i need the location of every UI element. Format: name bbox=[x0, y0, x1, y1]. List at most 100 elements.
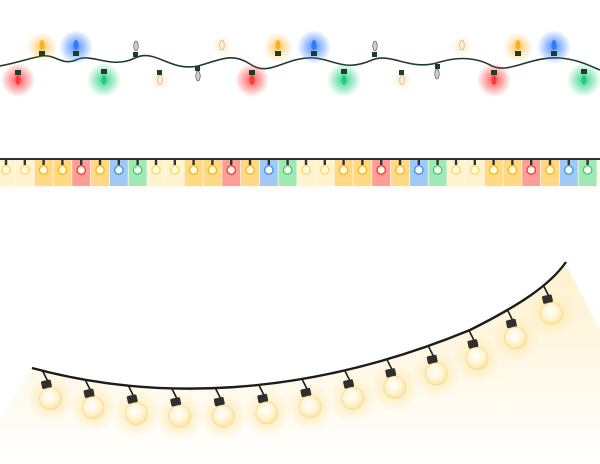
bulb bbox=[413, 165, 424, 175]
bulb bbox=[15, 75, 21, 85]
bulb-socket bbox=[492, 160, 495, 165]
bulb-socket bbox=[248, 160, 252, 165]
bulb-socket bbox=[586, 160, 589, 165]
bulb-socket bbox=[15, 70, 21, 75]
bulb bbox=[76, 165, 86, 175]
bulb bbox=[424, 362, 448, 386]
bottom-garland bbox=[0, 261, 600, 464]
bulb bbox=[399, 74, 405, 86]
bulb bbox=[451, 165, 461, 175]
bulb-socket bbox=[530, 160, 533, 165]
bulb bbox=[219, 39, 225, 51]
bulb bbox=[114, 165, 124, 175]
bulb bbox=[459, 39, 465, 51]
bulb-socket bbox=[426, 354, 438, 365]
bulb bbox=[124, 402, 148, 426]
bulb-socket bbox=[73, 51, 79, 56]
bulb bbox=[545, 165, 555, 175]
bulb-socket bbox=[511, 160, 514, 165]
bulb-socket bbox=[211, 160, 214, 165]
bulb-socket bbox=[4, 160, 8, 165]
bulb bbox=[263, 165, 274, 175]
bulb bbox=[432, 165, 443, 175]
bulb-socket bbox=[249, 70, 255, 75]
bulb bbox=[434, 68, 440, 80]
bulb-socket bbox=[117, 160, 120, 165]
bulb bbox=[504, 326, 527, 350]
bottom-bulbs bbox=[39, 285, 563, 428]
bulb-socket bbox=[173, 160, 176, 165]
bulb bbox=[73, 40, 79, 50]
bulb-socket bbox=[98, 160, 102, 165]
bulb-socket bbox=[343, 379, 355, 389]
bulb bbox=[526, 165, 536, 175]
bulb bbox=[81, 396, 105, 420]
bulb-socket bbox=[342, 160, 345, 165]
bulb bbox=[207, 165, 218, 175]
bulb bbox=[540, 302, 563, 325]
bulb bbox=[383, 375, 407, 399]
bulb-socket bbox=[436, 160, 439, 165]
bulb-socket bbox=[467, 339, 479, 349]
bulb bbox=[101, 75, 107, 85]
bulb-socket bbox=[136, 160, 139, 165]
bulb bbox=[372, 40, 378, 52]
bulb bbox=[376, 165, 386, 175]
bulb-socket bbox=[126, 394, 138, 404]
bulb-socket bbox=[581, 69, 587, 74]
bulb-socket bbox=[542, 294, 553, 304]
bulb bbox=[39, 40, 45, 50]
bulb bbox=[338, 165, 349, 175]
bulb bbox=[188, 165, 199, 175]
bulb bbox=[311, 40, 317, 50]
bulb-socket bbox=[267, 160, 270, 165]
bulb bbox=[465, 347, 489, 370]
bulb bbox=[488, 165, 499, 175]
bulb-socket bbox=[41, 379, 52, 389]
bulb bbox=[249, 75, 255, 85]
bulb bbox=[19, 165, 30, 175]
bulb-socket bbox=[551, 51, 557, 56]
bulb-socket bbox=[399, 70, 404, 75]
bulb bbox=[563, 165, 574, 175]
bulb-socket bbox=[192, 160, 195, 165]
bulb bbox=[245, 165, 255, 175]
bulb bbox=[507, 165, 518, 175]
bulb-socket bbox=[101, 69, 107, 74]
bulb bbox=[255, 401, 279, 425]
bulb bbox=[57, 165, 68, 175]
bulb bbox=[1, 165, 11, 175]
bulb bbox=[395, 165, 405, 175]
bulb bbox=[319, 165, 330, 175]
bulb-socket bbox=[491, 70, 497, 75]
bottom-garland-wire bbox=[31, 261, 567, 390]
bulb bbox=[157, 74, 163, 86]
bulb bbox=[341, 386, 365, 410]
bulb bbox=[491, 75, 497, 85]
bulb bbox=[551, 40, 557, 50]
bulb bbox=[195, 70, 201, 82]
bulb-socket bbox=[257, 393, 269, 404]
bulb bbox=[581, 75, 587, 85]
bulb-socket bbox=[23, 160, 26, 165]
bulb bbox=[170, 165, 180, 175]
bulb bbox=[341, 75, 347, 85]
bulb bbox=[226, 165, 236, 175]
bulb bbox=[95, 165, 105, 175]
middle-bulbs bbox=[0, 160, 597, 186]
bulb bbox=[515, 40, 521, 50]
top-garland bbox=[0, 30, 600, 97]
bulb-socket bbox=[157, 70, 162, 75]
bulb bbox=[275, 40, 281, 50]
bulb-socket bbox=[304, 160, 308, 165]
bulb bbox=[298, 395, 322, 419]
bulb bbox=[39, 387, 62, 411]
bulb bbox=[582, 165, 593, 175]
bulb bbox=[133, 40, 139, 52]
bulb-socket bbox=[548, 160, 552, 165]
bottom-garland-beam bbox=[0, 265, 600, 464]
bulb-socket bbox=[323, 160, 326, 165]
bulb-socket bbox=[380, 160, 383, 165]
